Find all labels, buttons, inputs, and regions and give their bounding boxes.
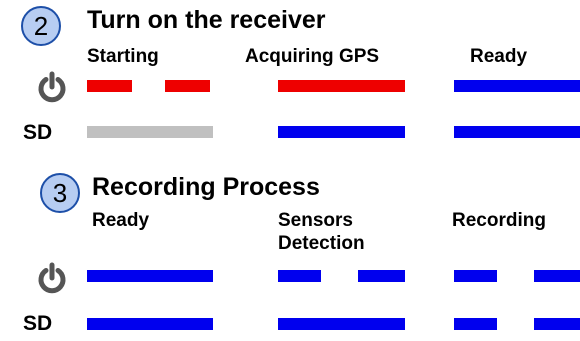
state-label-ready: Ready <box>470 46 528 67</box>
led-bar-ready <box>87 270 213 282</box>
led-bar-sensors-blink-1 <box>278 270 321 282</box>
sd-bar-acquiring-gps <box>278 126 405 138</box>
sd-label: SD <box>23 121 53 144</box>
step-badge-3: 3 <box>40 173 80 213</box>
sd-bar-ready <box>454 126 580 138</box>
sd-bar-recording-blink-2 <box>534 318 580 330</box>
led-bar-starting-blink-1 <box>87 80 132 92</box>
power-icon <box>38 71 66 103</box>
step-number: 3 <box>52 178 68 208</box>
power-icon <box>38 262 66 294</box>
led-bar-starting-blink-2 <box>165 80 210 92</box>
led-bar-acquiring-gps <box>278 80 405 92</box>
section-title-receiver: Turn on the receiver <box>87 6 326 34</box>
state-label-ready: Ready <box>92 210 150 231</box>
led-bar-ready <box>454 80 580 92</box>
step-badge-2: 2 <box>21 6 61 46</box>
sd-label: SD <box>23 312 53 335</box>
led-bar-recording-blink-2 <box>534 270 580 282</box>
step-number: 2 <box>33 11 49 41</box>
state-label-sensors-detection: Sensors Detection <box>278 210 365 254</box>
led-bar-recording-blink-1 <box>454 270 497 282</box>
sd-bar-sensors-detection <box>278 318 405 330</box>
state-label-recording: Recording <box>452 210 546 231</box>
sd-bar-ready <box>87 318 213 330</box>
state-label-starting: Starting <box>87 46 159 67</box>
sd-bar-starting <box>87 126 213 138</box>
section-title-recording-process: Recording Process <box>92 173 320 201</box>
sd-bar-recording-blink-1 <box>454 318 497 330</box>
state-label-acquiring-gps: Acquiring GPS <box>245 46 380 67</box>
led-bar-sensors-blink-2 <box>358 270 405 282</box>
